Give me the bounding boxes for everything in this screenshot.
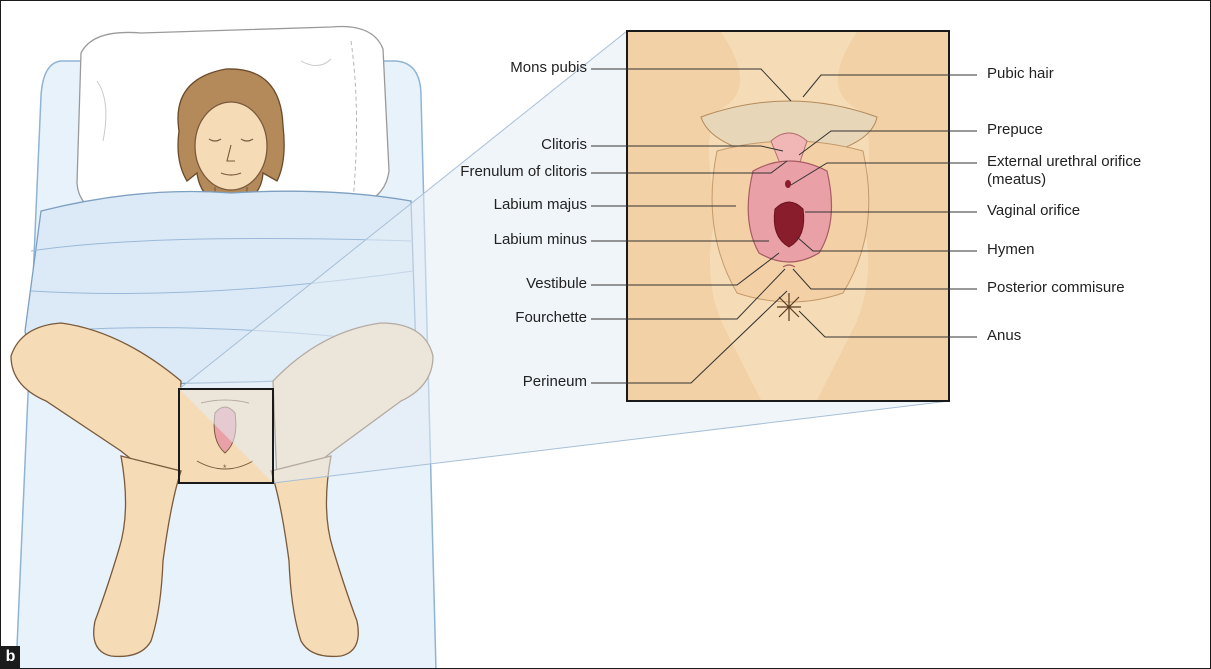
label-labium-majus: Labium majus — [494, 196, 587, 214]
panel-letter-badge: b — [1, 646, 20, 668]
label-mons-pubis: Mons pubis — [510, 59, 587, 77]
label-prepuce: Prepuce — [987, 121, 1043, 139]
label-posterior-commisure: Posterior commisure — [987, 279, 1125, 297]
label-frenulum-of-clitoris: Frenulum of clitoris — [460, 163, 587, 181]
label-perineum: Perineum — [523, 373, 587, 391]
label-clitoris: Clitoris — [541, 136, 587, 154]
label-fourchette: Fourchette — [515, 309, 587, 327]
label-hymen: Hymen — [987, 241, 1035, 259]
label-pubic-hair: Pubic hair — [987, 65, 1054, 83]
label-vestibule: Vestibule — [526, 275, 587, 293]
detail-panel — [627, 31, 949, 401]
svg-text:*: * — [223, 463, 227, 473]
label-anus: Anus — [987, 327, 1021, 345]
label-labium-minus: Labium minus — [494, 231, 587, 249]
label-external-urethral-orifice: External urethral orifice (meatus) — [987, 153, 1141, 189]
label-vaginal-orifice: Vaginal orifice — [987, 202, 1080, 220]
